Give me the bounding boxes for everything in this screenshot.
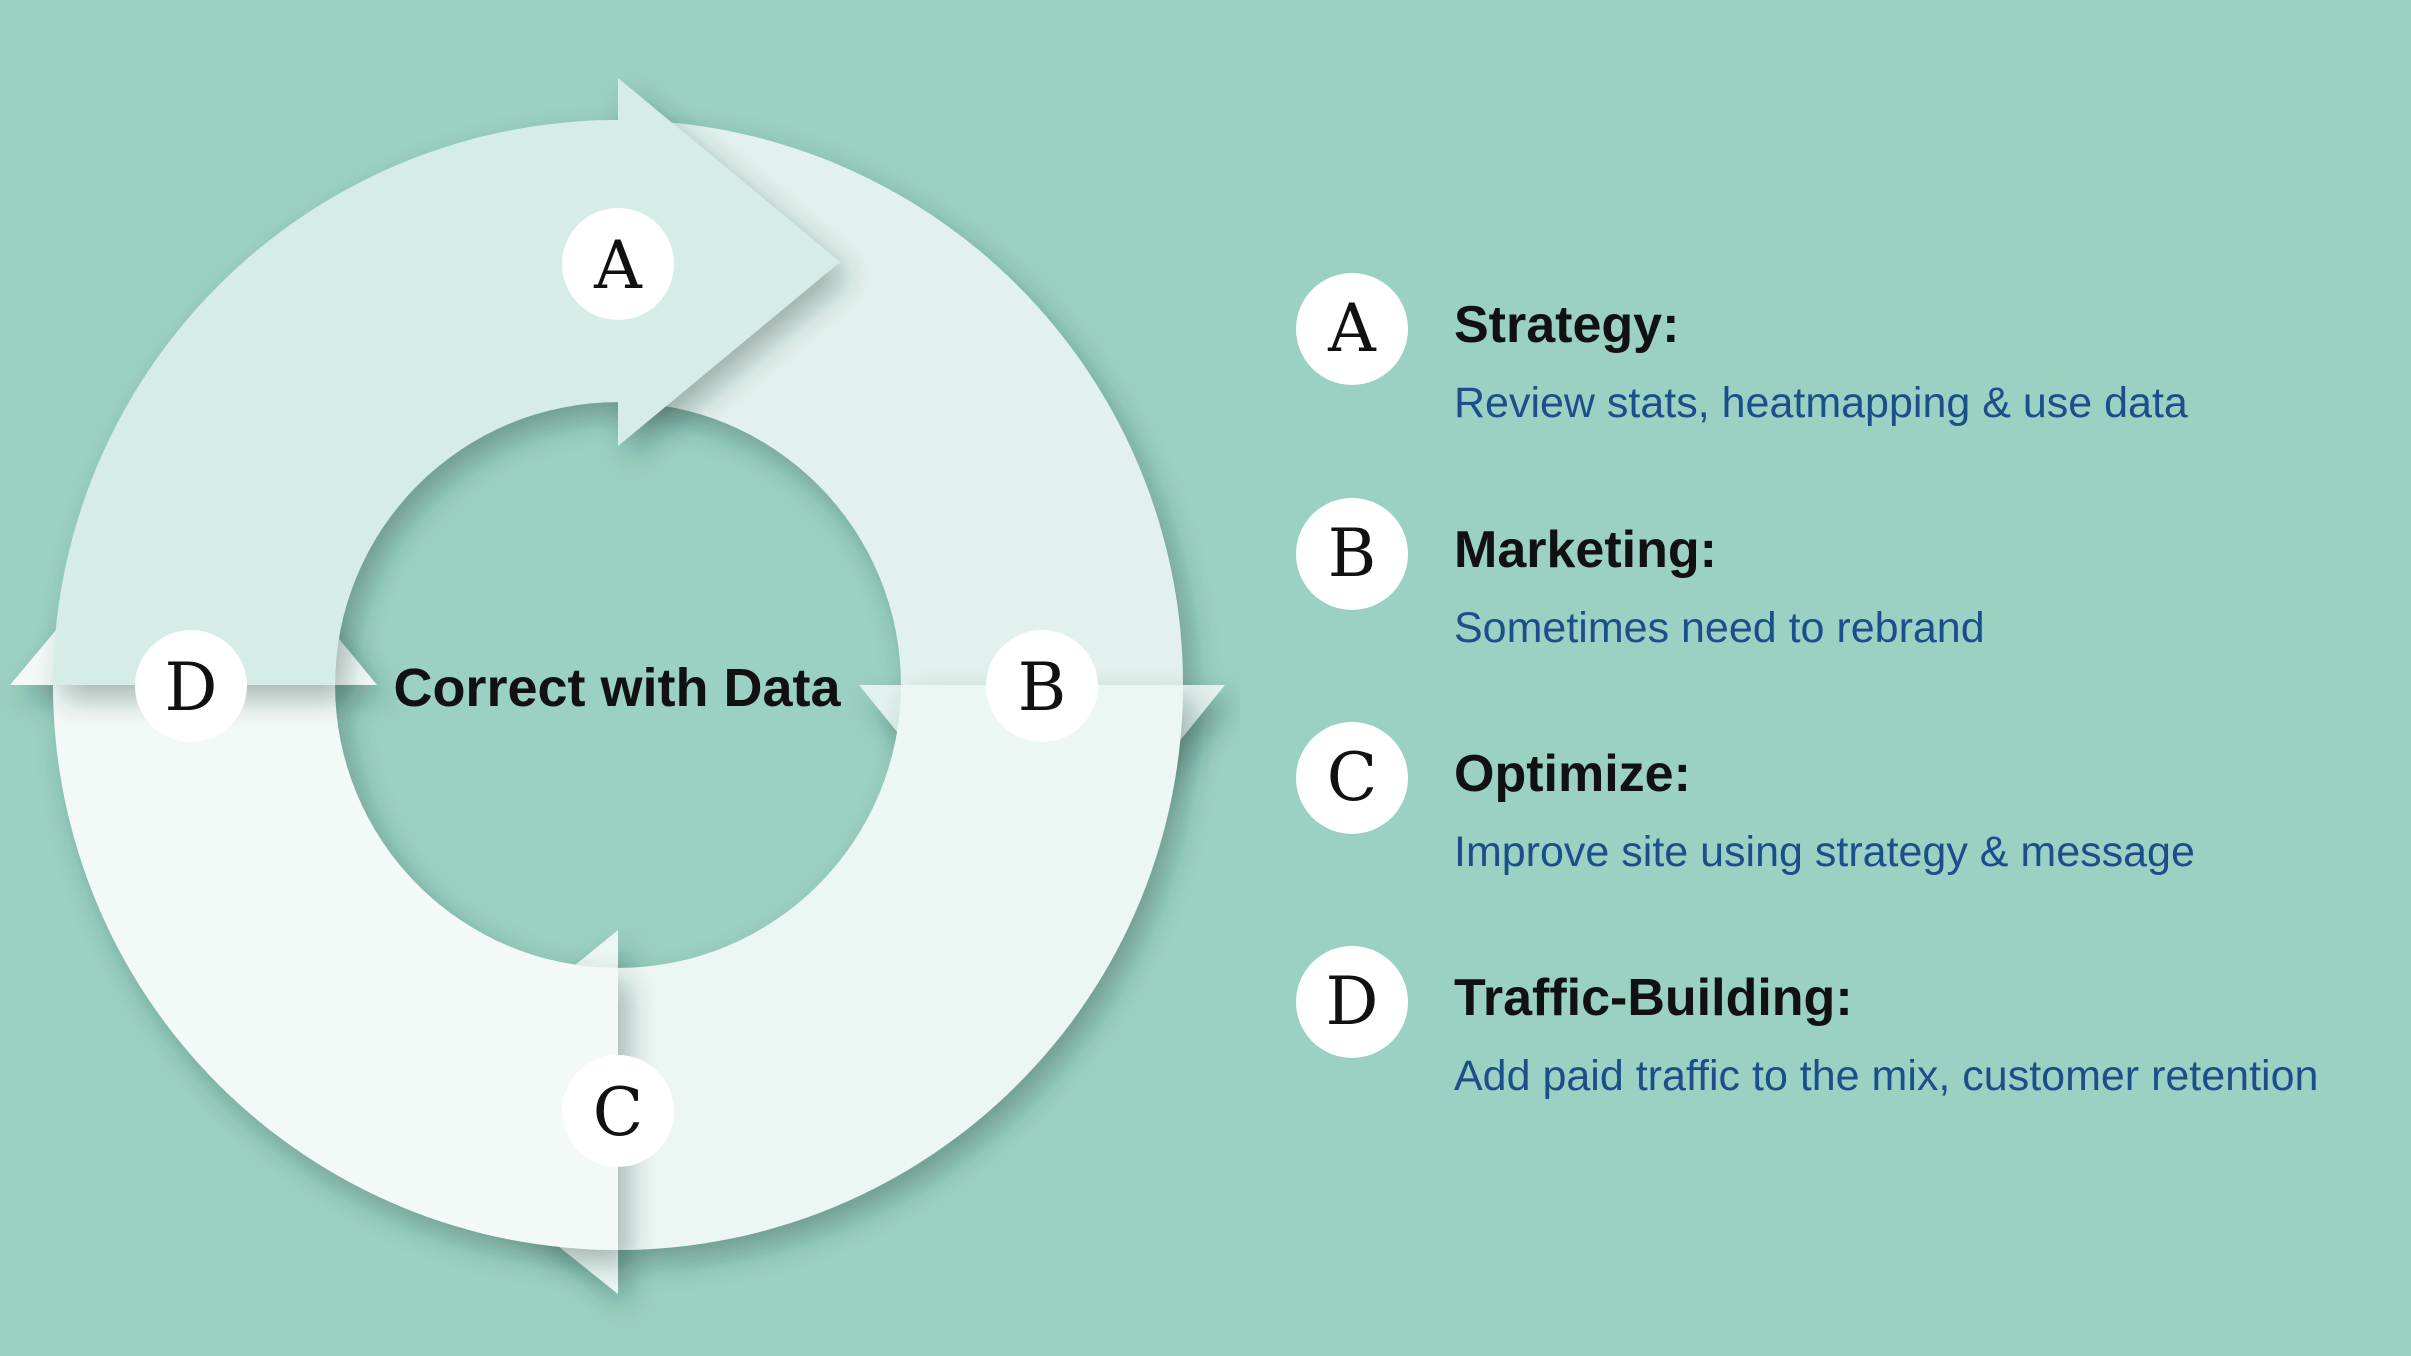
legend-item-optimize: C Optimize: Improve site using strategy … [1296, 722, 2396, 922]
legend-badge-c: C [1296, 722, 1408, 834]
legend-item-traffic-building: D Traffic-Building: Add paid traffic to … [1296, 946, 2396, 1146]
cycle-badge-c-letter: C [593, 1074, 644, 1151]
cycle-badge-a-letter: A [593, 227, 643, 304]
legend-item-strategy: A Strategy: Review stats, heatmapping & … [1296, 273, 2396, 473]
cycle-badge-b-letter: B [1018, 649, 1067, 726]
center-label: Correct with Data [393, 658, 841, 718]
legend-description: Add paid traffic to the mix, customer re… [1454, 1052, 2319, 1100]
legend-badge-a: A [1296, 273, 1408, 385]
legend-description: Improve site using strategy & message [1454, 828, 2195, 876]
cycle-badge-d: D [135, 630, 247, 742]
cycle-badge-b: B [986, 630, 1098, 742]
legend-badge-b: B [1296, 498, 1408, 610]
legend-item-marketing: B Marketing: Sometimes need to rebrand [1296, 498, 2396, 698]
cycle-diagram: A B C D Correct with Data [10, 78, 1225, 1294]
legend-title: Strategy: [1454, 296, 1680, 354]
cycle-badge-c: C [562, 1055, 674, 1167]
legend-description: Sometimes need to rebrand [1454, 604, 1985, 652]
legend-title: Traffic-Building: [1454, 969, 1853, 1027]
legend-badge-d: D [1296, 946, 1408, 1058]
cycle-badge-a: A [562, 208, 674, 320]
legend-title: Marketing: [1454, 521, 1717, 579]
cycle-badge-d-letter: D [165, 649, 218, 726]
legend-description: Review stats, heatmapping & use data [1454, 379, 2188, 427]
legend-title: Optimize: [1454, 745, 1691, 803]
